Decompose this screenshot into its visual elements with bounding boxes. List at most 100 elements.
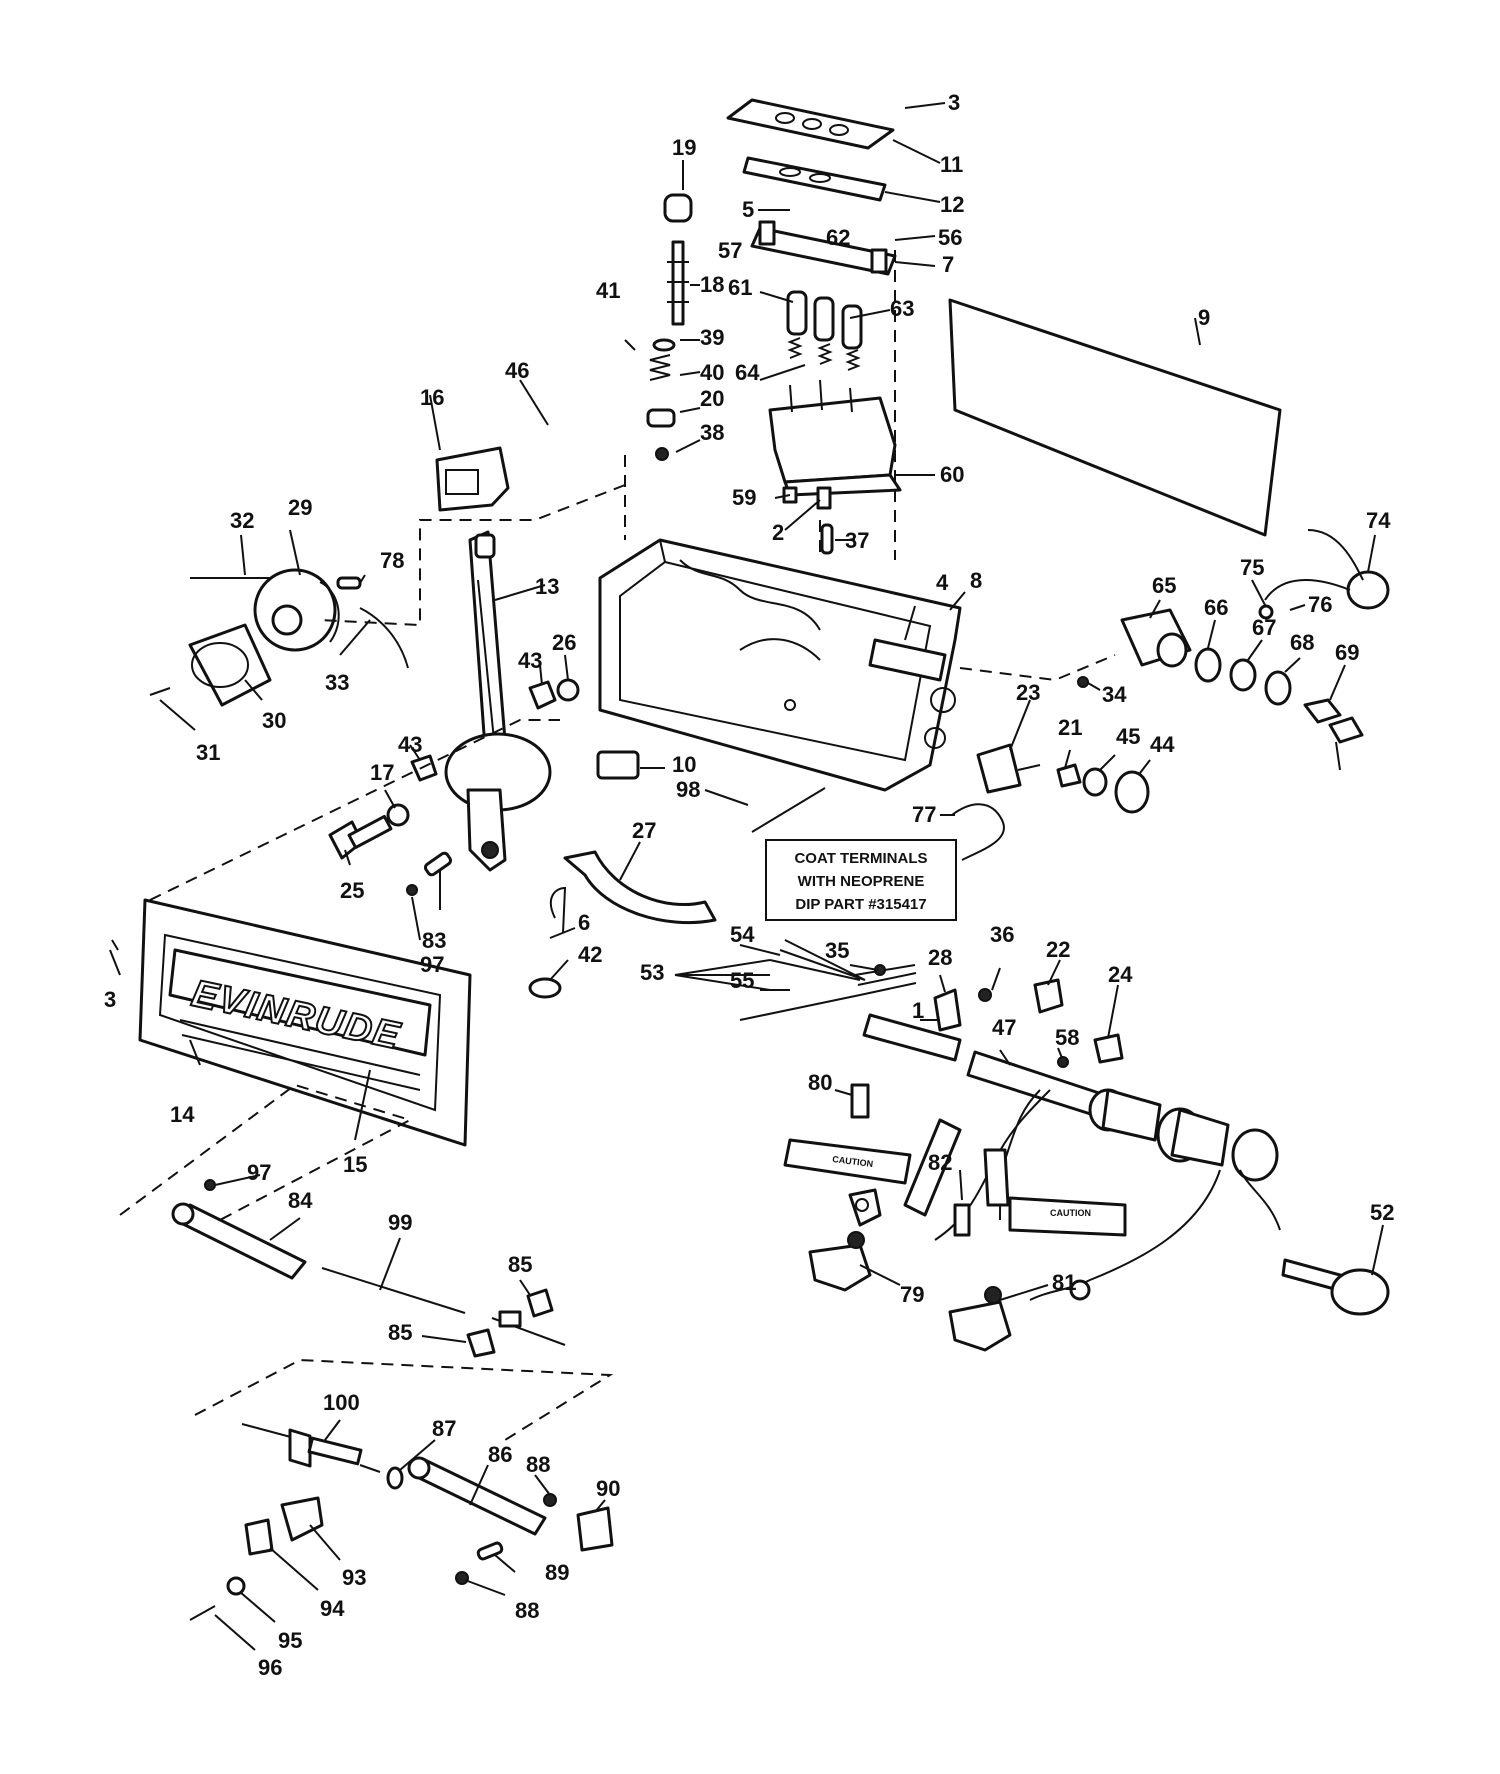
callout-12: 12	[940, 192, 964, 217]
bolt-82	[953, 1203, 971, 1237]
dashed-connector-right-side	[959, 654, 1116, 682]
caution-right-text: CAUTION	[1050, 1208, 1091, 1218]
callout-98: 98	[676, 777, 700, 802]
pin-78	[336, 576, 362, 590]
ring-terminal-left	[848, 1188, 882, 1227]
callout-34: 34	[1102, 682, 1127, 707]
callout-94: 94	[320, 1596, 345, 1621]
callout-40: 40	[700, 360, 724, 385]
callout-95: 95	[278, 1628, 302, 1653]
dashed-connector-left-2	[149, 719, 560, 901]
callout-90: 90	[596, 1476, 620, 1501]
callout-9: 9	[1198, 305, 1210, 330]
clamp-28	[933, 988, 962, 1032]
callout-3-left: 3	[104, 987, 116, 1012]
switch-10	[596, 750, 640, 780]
switch-cover-plate	[726, 98, 895, 150]
callout-42: 42	[578, 942, 602, 967]
callout-85-lower: 85	[388, 1320, 412, 1345]
callout-14: 14	[170, 1102, 195, 1127]
callout-26: 26	[552, 630, 576, 655]
pin-89	[476, 1541, 504, 1561]
callout-6: 6	[578, 910, 590, 935]
dashed-connector-bottom	[194, 1358, 614, 1441]
callout-4: 4	[936, 570, 949, 595]
rod-99	[321, 1267, 466, 1314]
toggle-switch-23	[976, 743, 1041, 794]
cap-74	[1346, 570, 1390, 610]
battery-terminal-79	[808, 1231, 872, 1292]
bolt-80	[850, 1083, 870, 1119]
screw-88-lower	[455, 1571, 469, 1585]
washer-26	[556, 678, 580, 702]
callout-33: 33	[325, 670, 349, 695]
callout-31: 31	[196, 740, 220, 765]
callout-15: 15	[343, 1152, 367, 1177]
callout-2: 2	[772, 520, 784, 545]
callout-65: 65	[1152, 573, 1176, 598]
set-screw-97	[406, 884, 418, 896]
nut-45	[1082, 767, 1108, 797]
pin-83	[423, 851, 453, 877]
callout-47: 47	[992, 1015, 1016, 1040]
callout-39: 39	[700, 325, 724, 350]
grommet-42	[528, 977, 562, 999]
callout-1: 1	[912, 998, 924, 1023]
callout-21: 21	[1058, 715, 1082, 740]
callout-82: 82	[928, 1150, 952, 1175]
note-box: COAT TERMINALS WITH NEOPRENE DIP PART #3…	[765, 839, 957, 921]
callout-53: 53	[640, 960, 664, 985]
screw-31	[149, 687, 171, 696]
small-pins	[782, 486, 834, 555]
springs	[787, 337, 861, 371]
callout-87: 87	[432, 1416, 456, 1441]
callout-93: 93	[342, 1565, 366, 1590]
clamp-93	[280, 1496, 324, 1542]
washer-17	[386, 803, 410, 827]
callout-25: 25	[340, 878, 364, 903]
nut-43-upper	[528, 680, 557, 710]
switch-retainer	[188, 623, 272, 707]
callout-77: 77	[912, 802, 936, 827]
callout-labels: 1 2 3 3 4 5 6 7 8 9 10 11 12 13 14 15 16…	[104, 90, 1394, 1680]
callout-86: 86	[488, 1442, 512, 1467]
callout-18: 18	[700, 272, 724, 297]
callout-88-upper: 88	[526, 1452, 550, 1477]
callout-68: 68	[1290, 630, 1314, 655]
callout-74: 74	[1366, 508, 1391, 533]
callout-46: 46	[505, 358, 529, 383]
caution-decal-right: CAUTION	[1008, 1196, 1127, 1237]
neutral-switch-body	[253, 568, 340, 652]
callout-67: 67	[1252, 615, 1276, 640]
washer-95	[226, 1576, 246, 1596]
nut-21	[1056, 763, 1082, 788]
callout-5: 5	[742, 197, 754, 222]
callout-7: 7	[942, 252, 954, 277]
screw-96	[189, 1605, 216, 1621]
connector-85-lower	[466, 1310, 566, 1358]
callout-28: 28	[928, 945, 952, 970]
callout-24: 24	[1108, 962, 1133, 987]
callout-17: 17	[370, 760, 394, 785]
battery-terminal-81	[948, 1286, 1012, 1352]
callout-69: 69	[1335, 640, 1359, 665]
switch-gasket	[742, 156, 887, 202]
callout-38: 38	[700, 420, 724, 445]
switch-bracket	[750, 220, 897, 276]
callout-100: 100	[323, 1390, 360, 1415]
callout-62: 62	[826, 225, 850, 250]
callout-75: 75	[1240, 555, 1264, 580]
caution-left-text: CAUTION	[832, 1154, 874, 1169]
callout-44: 44	[1150, 732, 1175, 757]
control-box-housing	[598, 538, 962, 792]
callout-36: 36	[990, 922, 1014, 947]
screw-88-upper	[543, 1493, 557, 1507]
note-line-2: WITH NEOPRENE	[798, 873, 925, 890]
callout-30: 30	[262, 708, 286, 733]
rear-cover-panel	[948, 298, 1282, 537]
keys-69	[1303, 698, 1364, 771]
callout-97-upper: 97	[420, 952, 444, 977]
callout-61: 61	[728, 275, 752, 300]
boot-44	[1114, 770, 1150, 814]
ring-75	[1258, 604, 1274, 620]
